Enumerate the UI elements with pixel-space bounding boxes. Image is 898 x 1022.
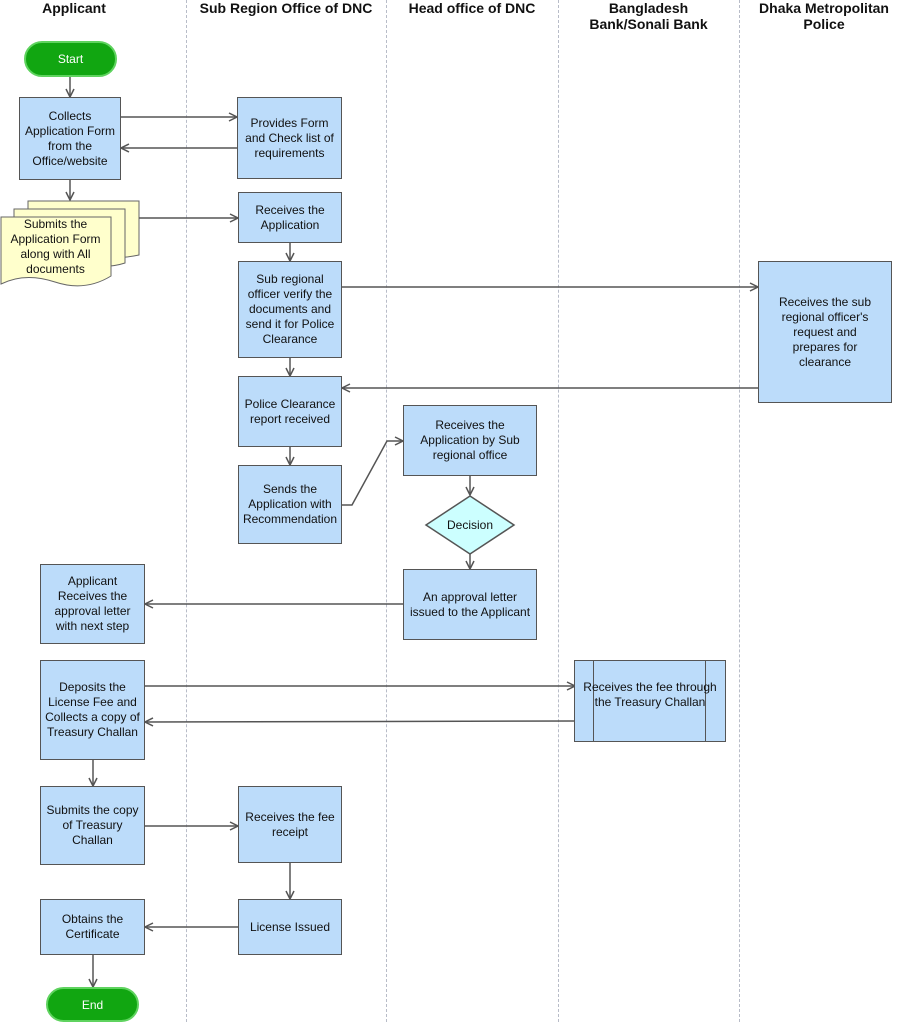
- lane-divider: [186, 0, 187, 1022]
- lane-title-bank: Bangladesh Bank/Sonali Bank: [558, 0, 739, 32]
- head-receive-step: Receives the Application by Sub regional…: [403, 405, 537, 476]
- document-stack-shape: [0, 200, 140, 287]
- submit-challan-step: Submits the copy of Treasury Challan: [40, 786, 145, 865]
- lane-title-bank-line1: Bangladesh: [608, 0, 689, 16]
- start-terminal: Start: [24, 41, 117, 77]
- end-terminal: End: [46, 987, 139, 1022]
- lane-title-head-office: Head office of DNC: [408, 0, 536, 16]
- applicant-receive-step: Applicant Receives the approval letter w…: [40, 564, 145, 644]
- verify-documents-step: Sub regional officer verify the document…: [238, 261, 342, 358]
- provide-form-step: Provides Form and Check list of requirem…: [237, 97, 342, 179]
- arrow-bank-to-deposit: [145, 721, 576, 722]
- lane-title-police: Dhaka Metropolitan Police: [739, 0, 898, 32]
- decision-label: Decision: [446, 518, 494, 532]
- receive-application-step: Receives the Application: [238, 192, 342, 243]
- police-report-step: Police Clearance report received: [238, 376, 342, 447]
- lane-divider: [558, 0, 559, 1022]
- deposit-fee-step: Deposits the License Fee and Collects a …: [40, 660, 145, 760]
- lane-title-applicant: Applicant: [42, 0, 106, 16]
- predefined-process-bar-right: [705, 661, 706, 741]
- lane-title-bank-line2: Bank/Sonali Bank: [589, 16, 708, 32]
- bank-receive-label: Receives the fee through the Treasury Ch…: [583, 680, 717, 709]
- predefined-process-bar-left: [593, 661, 594, 741]
- lane-title-sub-region: Sub Region Office of DNC: [199, 0, 373, 16]
- obtain-certificate-step: Obtains the Certificate: [40, 899, 145, 955]
- lane-divider: [386, 0, 387, 1022]
- arrow-send-to-head: [342, 441, 403, 506]
- send-recommendation-step: Sends the Application with Recommendatio…: [238, 465, 342, 544]
- police-prepare-step: Receives the sub regional officer's requ…: [758, 261, 892, 403]
- receive-fee-receipt-step: Receives the fee receipt: [238, 786, 342, 863]
- lane-title-police-line2: Police: [803, 16, 845, 32]
- approval-issued-step: An approval letter issued to the Applica…: [403, 569, 537, 640]
- lane-divider: [739, 0, 740, 1022]
- submit-form-document: Submits the Application Form along with …: [10, 217, 101, 276]
- bank-receive-step: Receives the fee through the Treasury Ch…: [574, 660, 726, 742]
- collect-form-step: Collects Application Form from the Offic…: [19, 97, 121, 180]
- license-issued-step: License Issued: [238, 899, 342, 955]
- lane-title-police-line1: Dhaka Metropolitan: [759, 0, 889, 16]
